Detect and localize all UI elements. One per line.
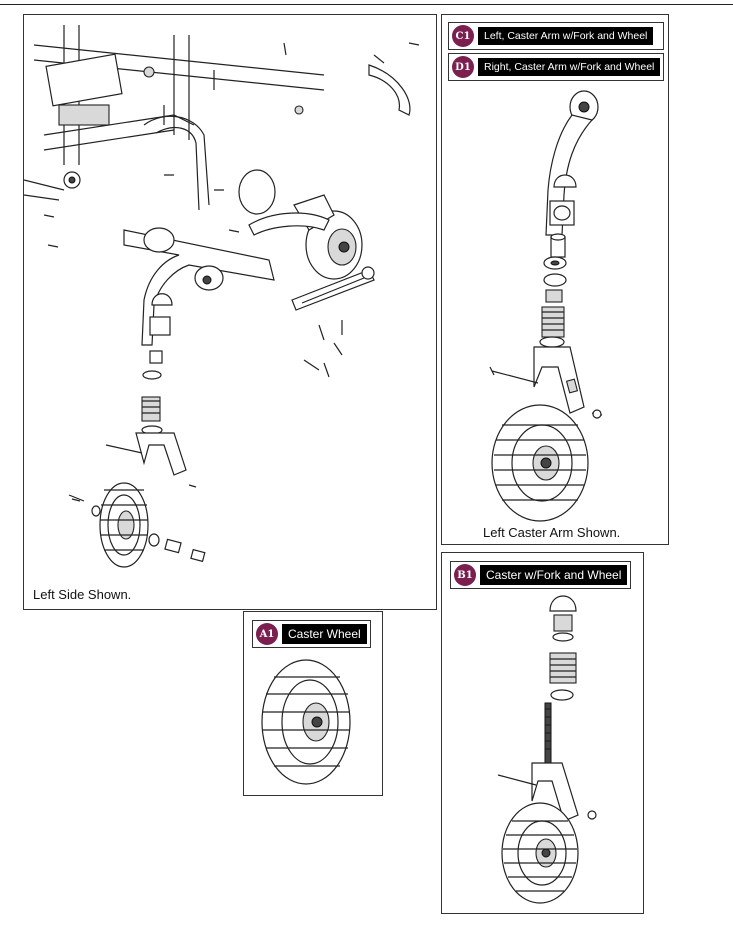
frame-exploded-diagram bbox=[24, 25, 420, 568]
badge-a1: A1 bbox=[256, 623, 278, 645]
callout-label-d1: Right, Caster Arm w/Fork and Wheel bbox=[478, 58, 661, 76]
main-caption: Left Side Shown. bbox=[33, 587, 132, 602]
caster-wheel-panel: A1 Caster Wheel bbox=[243, 611, 383, 796]
callout-d1: D1 Right, Caster Arm w/Fork and Wheel bbox=[448, 53, 664, 81]
badge-d1: D1 bbox=[452, 56, 474, 78]
caster-fork-diagram bbox=[497, 595, 597, 904]
callout-b1: B1 Caster w/Fork and Wheel bbox=[450, 561, 632, 589]
caster-fork-wheel-panel: B1 Caster w/Fork and Wheel bbox=[441, 552, 644, 914]
callout-label-a1: Caster Wheel bbox=[282, 624, 367, 644]
callout-label-b1: Caster w/Fork and Wheel bbox=[480, 565, 628, 585]
caster-wheel-diagram bbox=[261, 659, 351, 785]
badge-b1: B1 bbox=[454, 564, 476, 586]
caster-arm-panel: C1 Left, Caster Arm w/Fork and Wheel D1 … bbox=[441, 14, 669, 545]
caster-arm-diagram bbox=[489, 90, 603, 522]
callout-c1: C1 Left, Caster Arm w/Fork and Wheel bbox=[448, 22, 664, 50]
main-exploded-view-panel: Left Side Shown. bbox=[23, 14, 437, 610]
caster-arm-caption: Left Caster Arm Shown. bbox=[483, 525, 621, 540]
callout-a1: A1 Caster Wheel bbox=[252, 620, 371, 648]
badge-c1: C1 bbox=[452, 25, 474, 47]
top-rule bbox=[0, 4, 733, 5]
callout-label-c1: Left, Caster Arm w/Fork and Wheel bbox=[478, 27, 654, 45]
